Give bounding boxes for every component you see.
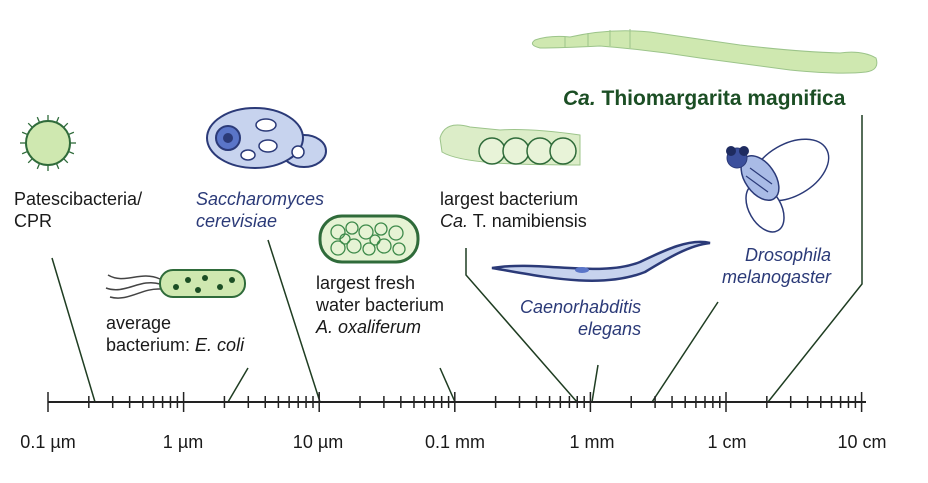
ecoli-cell-icon: [105, 269, 246, 299]
namibiensis-label-ca: Ca.: [440, 211, 469, 231]
leader-magnifica: [767, 115, 863, 403]
oxaliferum-label: largest fresh water bacterium A. oxalife…: [316, 272, 444, 338]
yeast-label: Saccharomyces cerevisiae: [196, 188, 324, 232]
oxaliferum-cell-icon: [318, 214, 420, 264]
yeast-label-line1: Saccharomyces: [196, 189, 325, 209]
ecoli-label-species: E. coli: [195, 335, 245, 355]
leader-ecoli: [227, 367, 249, 403]
cpr-hair: [68, 131, 75, 136]
cpr-label-line2: CPR: [14, 211, 53, 231]
ecoli-label: average bacterium: E. coli: [106, 312, 244, 356]
leader-elegans: [591, 364, 599, 403]
namibiensis-label-name: T. namibiensis: [468, 211, 587, 231]
magnifica-label-name: Thiomargarita magnifica: [595, 87, 846, 110]
yeast-label-line2: cerevisiae: [196, 211, 278, 231]
elegans-label-line1: Caenorhabditis: [520, 297, 642, 317]
magnifica-cell-icon: [531, 29, 878, 74]
namibiensis-label-line2: Ca. T. namibiensis: [440, 210, 587, 232]
scale-axis: [47, 392, 866, 412]
tick-label-1-cm: 1 cm: [707, 432, 747, 452]
namibiensis-label-line1: largest bacterium: [440, 189, 579, 209]
oxaliferum-label-line3: A. oxaliferum: [316, 317, 422, 337]
drosophila-label-line1: Drosophila: [745, 245, 832, 265]
leader-drosophila: [651, 301, 719, 403]
leader-oxaliferum: [439, 367, 456, 403]
cpr-hair: [27, 122, 33, 128]
leader-yeast: [267, 239, 321, 403]
leader-lines: [51, 115, 863, 403]
oxaliferum-label-line2: water bacterium: [316, 295, 445, 315]
tick-label-1-um: 1 µm: [162, 432, 204, 452]
elegans-worm-icon: [491, 240, 711, 282]
leader-cpr: [51, 257, 96, 403]
tick-label-0-1-um: 0.1 µm: [20, 432, 76, 452]
cpr-cell-icon: [20, 115, 76, 171]
ecoli-label-line1: average: [106, 313, 172, 333]
cpr-hair: [63, 122, 69, 128]
elegans-label-line2: elegans: [578, 319, 642, 339]
leader-namibiensis: [465, 248, 578, 403]
ecoli-label-prefix: bacterium:: [106, 335, 196, 355]
cpr-hair: [63, 158, 69, 164]
magnifica-label: Ca. Thiomargarita magnifica: [563, 88, 845, 110]
drosophila-label-line2: melanogaster: [721, 267, 832, 287]
drosophila-fly-icon: [726, 138, 830, 233]
yeast-cell-icon: [206, 107, 327, 169]
cpr-hair: [21, 131, 28, 136]
tick-label-0-1-mm: 0.1 mm: [424, 432, 486, 452]
magnifica-label-ca: Ca.: [563, 87, 596, 110]
drosophila-label: Drosophila melanogaster: [715, 244, 831, 288]
tick-label-10-cm: 10 cm: [837, 432, 887, 452]
cpr-hair: [68, 150, 75, 155]
oxaliferum-label-line1: largest fresh: [316, 273, 416, 293]
ecoli-label-line2: bacterium: E. coli: [106, 334, 244, 356]
axis-ticks: [47, 392, 863, 412]
elegans-label: Caenorhabditis elegans: [520, 296, 641, 340]
tick-label-1-mm: 1 mm: [569, 432, 615, 452]
cpr-hair: [27, 158, 33, 164]
tick-label-10-um: 10 µm: [292, 432, 344, 452]
cpr-hair: [21, 150, 28, 155]
namibiensis-label: largest bacterium Ca. T. namibiensis: [440, 188, 587, 232]
cpr-label-line1: Patescibacteria/: [14, 189, 143, 209]
namibiensis-cell-icon: [439, 124, 581, 166]
cpr-label: Patescibacteria/ CPR: [14, 188, 142, 232]
